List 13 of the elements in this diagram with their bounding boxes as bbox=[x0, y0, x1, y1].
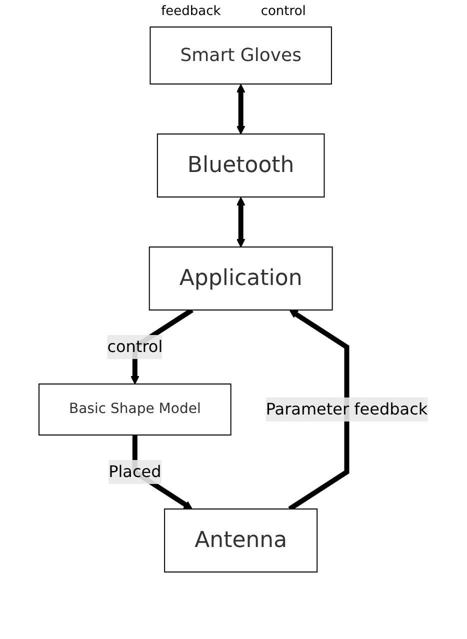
edge-label: Placed bbox=[108, 462, 162, 481]
arrow bbox=[236, 84, 246, 134]
annotation-text: control bbox=[260, 4, 306, 19]
edge-label: control bbox=[107, 337, 163, 356]
annotation-text: feedback bbox=[161, 4, 221, 19]
node-box: Application bbox=[149, 246, 333, 310]
arrow bbox=[288, 310, 350, 512]
node-box: Basic Shape Model bbox=[38, 384, 232, 436]
node-box: Antenna bbox=[164, 508, 318, 572]
node-box: Smart Gloves bbox=[150, 26, 332, 84]
arrow bbox=[236, 197, 246, 248]
edge-label: Parameter feedback bbox=[266, 400, 428, 418]
node-box: Bluetooth bbox=[157, 134, 325, 198]
